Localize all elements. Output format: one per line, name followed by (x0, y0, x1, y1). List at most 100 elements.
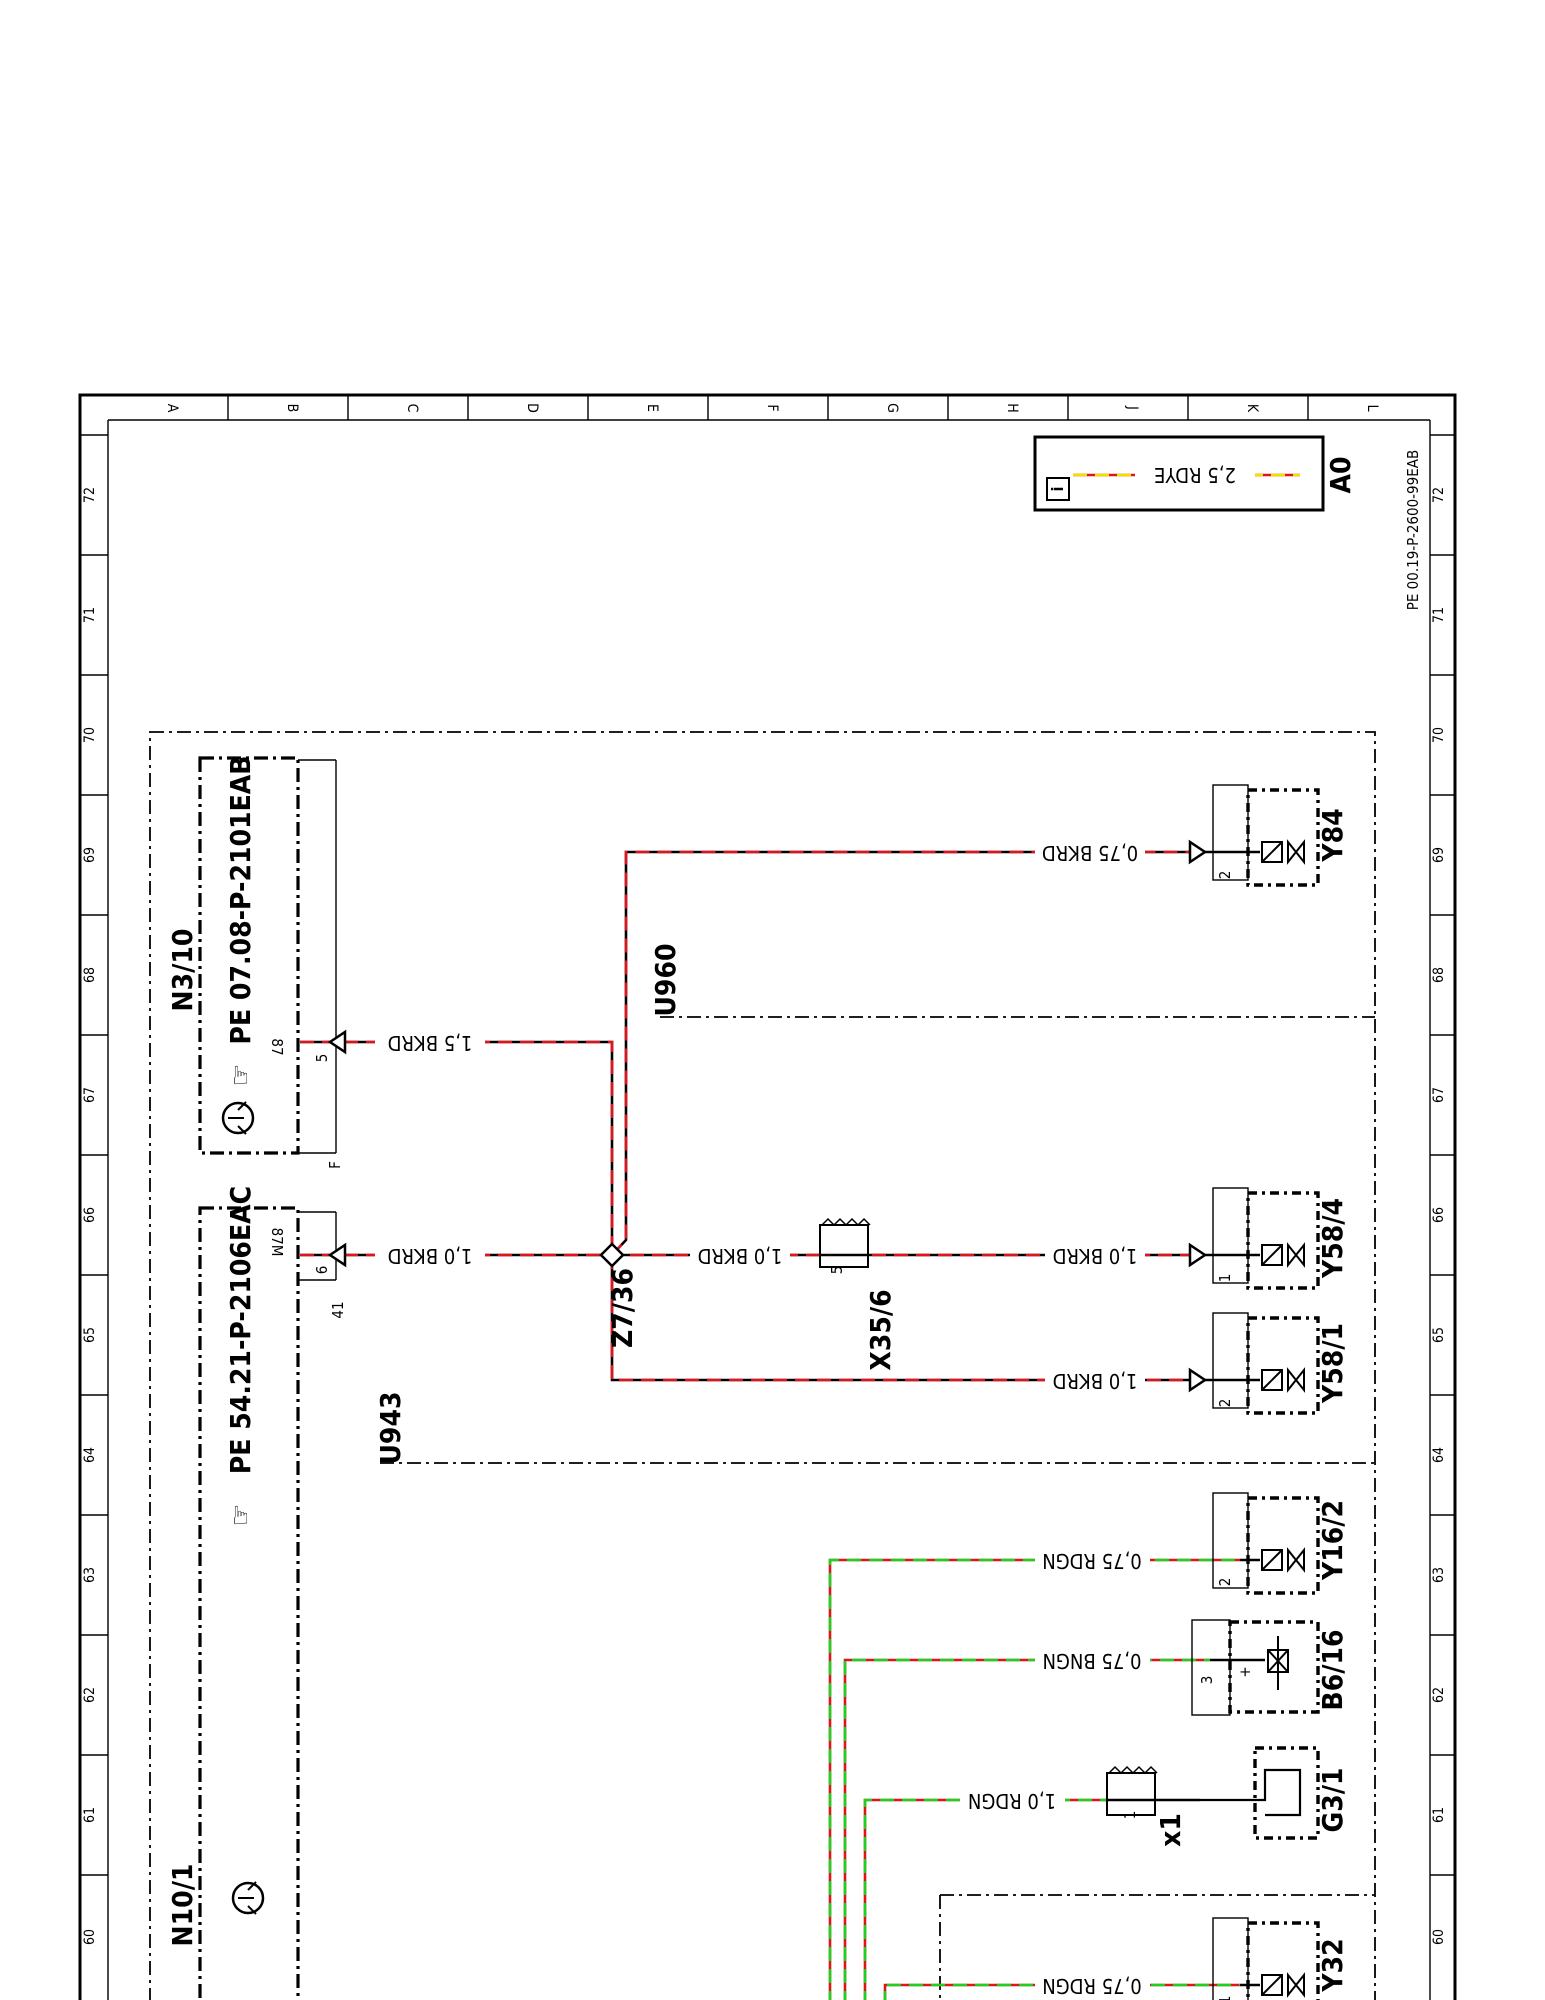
wire-label-x35-in: 1,0 BKRD (698, 1244, 783, 1268)
wire-green-network (828, 1558, 1240, 2000)
b6-16-pin: 3 (1198, 1676, 1216, 1685)
row-61-left: 61 (82, 1807, 98, 1823)
component-g3-1: G3/1 (1200, 1746, 1349, 1840)
y84-label: Y84 (1316, 808, 1349, 862)
y58-1-label: Y58/1 (1316, 1323, 1349, 1404)
zone-u960-label: U960 (649, 943, 682, 1016)
component-b6-16: 3 + B6/16 (1191, 1619, 1349, 1716)
x35-pin-5: 5 (828, 1266, 846, 1275)
component-y84: 2 Y84 (1188, 784, 1349, 887)
row-62-right: 62 (1431, 1687, 1447, 1703)
module-n10-1: N10/1 ☞ PE 54.21-P-2106EAC 87M 6 41 (166, 1186, 347, 2000)
wire-label-y84: 0,75 BKRD (1042, 841, 1138, 865)
n3-pin-5: 5 (313, 1054, 331, 1063)
arrow-icon (1188, 1367, 1208, 1393)
g3-1-label: G3/1 (1316, 1768, 1349, 1833)
col-d: D (524, 403, 540, 413)
b6-16-label: B6/16 (1316, 1630, 1349, 1711)
row-63-left: 63 (82, 1567, 98, 1583)
row-63-right: 63 (1431, 1567, 1447, 1583)
row-72-left: 72 (82, 487, 98, 503)
row-68-left: 68 (82, 967, 98, 983)
b6-16-plus: + (1236, 1666, 1254, 1677)
zone-outer (149, 731, 1376, 2000)
y58-4-label: Y58/4 (1316, 1198, 1349, 1279)
splice-z7-36: Z7/36 (599, 1242, 639, 1348)
x1-pin-1: 1 (1121, 1811, 1139, 1820)
row-66-left: 66 (82, 1207, 98, 1223)
solenoid-icon (1261, 1974, 1283, 1996)
row-69-right: 69 (1431, 847, 1447, 863)
column-labels: A B C D E F G H J K L (164, 403, 1380, 413)
info-icon-glyph: i (1048, 487, 1067, 492)
row-65-right: 65 (1431, 1327, 1447, 1343)
component-y16-2: 2 Y16/2 (1212, 1492, 1349, 1595)
module-n3-10: N3/10 ☞ PE 07.08-P-2101EAB 87 5 F (166, 755, 344, 1168)
wire-label-g3-1: 1,0 RDGN (968, 1789, 1056, 1813)
column-dividers (227, 395, 1309, 420)
row-62-left: 62 (82, 1687, 98, 1703)
valve-icon (1287, 839, 1305, 865)
y58-1-pin: 2 (1216, 1399, 1234, 1408)
col-a: A (164, 404, 180, 413)
component-y58-4: 1 Y58/4 (1188, 1187, 1349, 1290)
y32-pin: 1 (1216, 1996, 1234, 2000)
wire-label-n10: 1,0 BKRD (388, 1244, 473, 1268)
y84-pin: 2 (1216, 871, 1234, 880)
wire-labels: 1,5 BKRD 1,0 BKRD 1,0 BKRD 1,0 BKRD 0,75… (375, 840, 1150, 1999)
col-h: H (1004, 403, 1020, 412)
wire-label-n3: 1,5 BKRD (388, 1031, 473, 1055)
x1-label: x1 (1154, 1813, 1187, 1847)
row-71-right: 71 (1431, 607, 1447, 623)
solenoid-icon (1261, 1244, 1283, 1266)
n3-pin-87: 87 (268, 1038, 286, 1055)
n10-1-hand-icon: ☞ (224, 1504, 257, 1527)
valve-icon (1287, 1972, 1305, 1998)
y16-2-pin: 2 (1216, 1578, 1234, 1587)
row-72-right: 72 (1431, 487, 1447, 503)
y16-2-label: Y16/2 (1316, 1500, 1349, 1581)
component-y32: 1 Y32 (1212, 1917, 1349, 2000)
solenoid-icon (1261, 841, 1283, 863)
row-67-left: 67 (82, 1087, 98, 1103)
n3-pin-f: F (326, 1161, 344, 1169)
n10-pin-6: 6 (313, 1266, 331, 1275)
row-dividers (80, 434, 1455, 1876)
module-arrows (327, 1029, 347, 1268)
y58-4-pin: 1 (1216, 1274, 1234, 1283)
wire-label-b6-16: 0,75 BNGN (1043, 1649, 1142, 1673)
row-71-left: 71 (82, 607, 98, 623)
oxygen-sensor-icon (1200, 1768, 1302, 1817)
document-id: PE 00.19-P-2600-99EAB (1404, 450, 1422, 611)
n3-10-reference: PE 07.08-P-2101EAB (224, 755, 257, 1044)
solenoid-icon (1261, 1369, 1283, 1391)
row-labels-right: 72 71 70 69 68 67 66 65 64 63 62 61 60 (1431, 487, 1447, 1945)
connector-x1: 1 x1 (1106, 1765, 1200, 1847)
wire-bkrd-network (300, 850, 1190, 1382)
row-labels-left: 72 71 70 69 68 67 66 65 64 63 62 61 60 (82, 487, 98, 1945)
col-l: L (1364, 404, 1380, 411)
transistor-icon (221, 1101, 255, 1135)
row-61-right: 61 (1431, 1807, 1447, 1823)
row-66-right: 66 (1431, 1207, 1447, 1223)
n3-10-hand-icon: ☞ (224, 1064, 257, 1087)
component-y58-1: 2 Y58/1 (1188, 1312, 1349, 1415)
solenoid-icon (1261, 1549, 1283, 1571)
row-65-left: 65 (82, 1327, 98, 1343)
col-k: K (1244, 404, 1260, 413)
wire-label-y58-4: 1,0 BKRD (1053, 1244, 1138, 1268)
n10-1-reference: PE 54.21-P-2106EAC (224, 1186, 257, 1474)
x35-label: X35/6 (864, 1289, 897, 1370)
n10-1-label: N10/1 (166, 1864, 199, 1947)
row-64-right: 64 (1431, 1447, 1447, 1463)
col-c: C (404, 404, 420, 413)
y32-label: Y32 (1316, 1938, 1349, 1992)
n3-10-label: N3/10 (166, 929, 199, 1012)
row-69-left: 69 (82, 847, 98, 863)
row-68-right: 68 (1431, 967, 1447, 983)
connector-x35-6: 5 X35/6 (819, 1217, 897, 1371)
arrow-icon (1188, 1242, 1208, 1268)
info-icon (1046, 477, 1070, 501)
wire-label-y16-2: 0,75 RDGN (1042, 1549, 1142, 1573)
transistor-icon-n10 (231, 1881, 265, 1915)
